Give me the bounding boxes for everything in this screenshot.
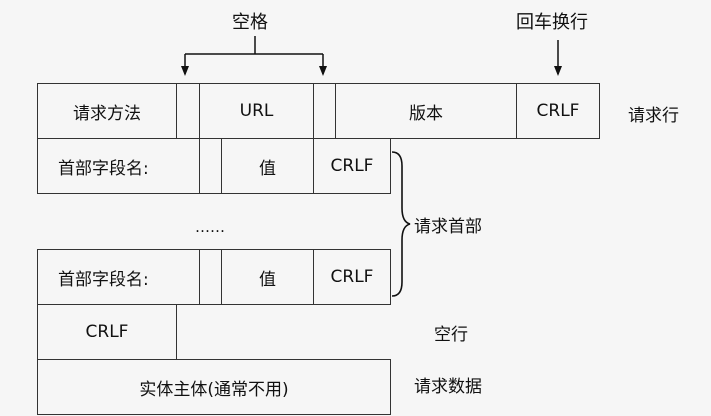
space-annotation-label: 空格 <box>232 12 268 33</box>
headers-brace <box>391 151 411 297</box>
space-cell-2 <box>313 83 336 139</box>
header-value-cell: 值 <box>221 138 314 194</box>
header-name-cell: 首部字段名: <box>37 138 200 194</box>
space-cell-1 <box>176 83 200 139</box>
blank-line-label: 空行 <box>434 325 468 345</box>
header-crlf-cell: CRLF <box>313 138 391 194</box>
version-cell: 版本 <box>335 83 517 139</box>
url-cell: URL <box>199 83 314 139</box>
request-headers-label: 请求首部 <box>414 217 482 237</box>
header-name-cell: 首部字段名: <box>37 249 200 305</box>
crlf-cell: CRLF <box>516 83 600 139</box>
space-arrow-connector <box>185 36 323 55</box>
method-cell: 请求方法 <box>37 83 177 139</box>
entity-body-cell: 实体主体(通常不用) <box>37 359 391 415</box>
ellipsis: …… <box>195 218 225 236</box>
header-space-cell <box>199 249 222 305</box>
request-data-label: 请求数据 <box>414 377 482 397</box>
request-line-label: 请求行 <box>628 106 679 126</box>
header-value-cell: 值 <box>221 249 314 305</box>
header-space-cell <box>199 138 222 194</box>
crlf-annotation-label: 回车换行 <box>516 12 588 33</box>
blank-line-crlf-cell: CRLF <box>37 304 177 360</box>
header-crlf-cell: CRLF <box>313 249 391 305</box>
